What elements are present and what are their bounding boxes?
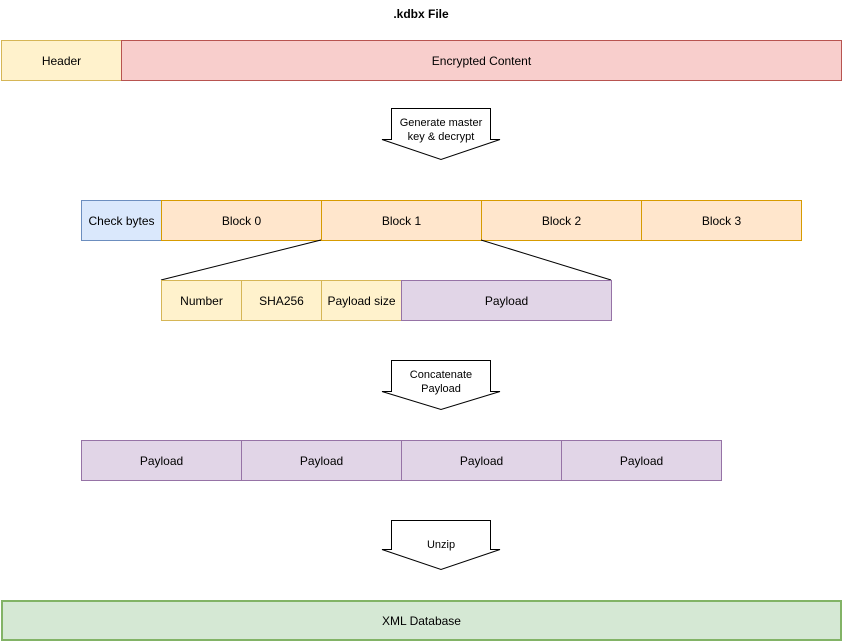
- block-1: Block 1: [321, 200, 482, 241]
- xml-database-block: XML Database: [1, 600, 842, 641]
- concat-step-arrow: Concatenate Payload: [381, 360, 501, 412]
- payload-block: Payload: [81, 440, 242, 481]
- block-sha256-field: SHA256: [241, 280, 322, 321]
- concat-step-label: Concatenate Payload: [409, 369, 473, 395]
- check-bytes-block: Check bytes: [81, 200, 162, 241]
- encrypted-content-block: Encrypted Content: [121, 40, 842, 81]
- decrypt-step-label: Generate master key & decrypt: [399, 117, 483, 143]
- payload-block: Payload: [561, 440, 722, 481]
- payload-block: Payload: [241, 440, 402, 481]
- payload-block: Payload: [401, 440, 562, 481]
- block-3: Block 3: [641, 200, 802, 241]
- unzip-step-arrow: Unzip: [381, 520, 501, 572]
- down-arrow-icon: [381, 520, 501, 571]
- down-arrow-icon: [381, 360, 501, 411]
- unzip-step-label: Unzip: [426, 539, 456, 551]
- block-number-field: Number: [161, 280, 242, 321]
- decrypt-step-arrow: Generate master key & decrypt: [381, 108, 501, 161]
- block-0: Block 0: [161, 200, 322, 241]
- block-2: Block 2: [481, 200, 642, 241]
- header-block: Header: [1, 40, 122, 81]
- block-payload-size-field: Payload size: [321, 280, 402, 321]
- down-arrow-icon: [381, 108, 501, 161]
- diagram-title: .kdbx File: [393, 7, 449, 21]
- block-payload-field: Payload: [401, 280, 612, 321]
